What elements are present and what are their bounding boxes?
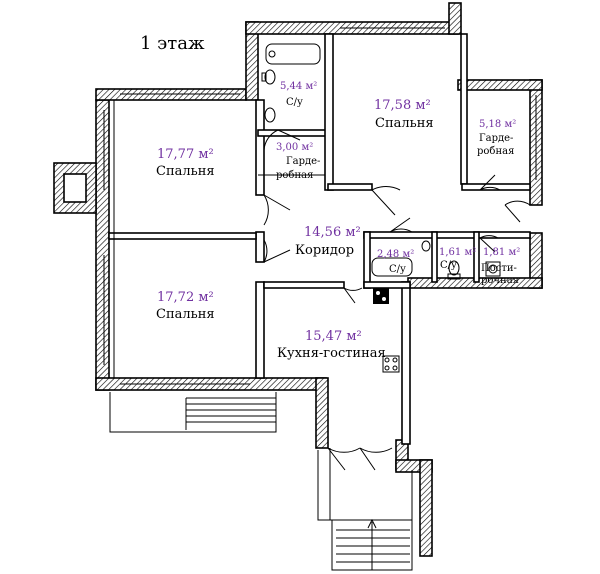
room-area-wardrobe-1: 3,00 м²: [276, 142, 313, 153]
room-area-corridor: 14,56 м²: [304, 225, 361, 240]
room-name-laundry-line1: Пости-: [481, 263, 517, 274]
room-area-bedroom-3: 17,58 м²: [374, 98, 431, 113]
room-name-wardrobe-2-line2: робная: [477, 146, 514, 157]
room-name-kitchen-living: Кухня-гостиная: [277, 346, 386, 361]
room-name-bedroom-2: Спальня: [156, 307, 215, 322]
fixtures: [258, 43, 501, 373]
room-area-laundry: 1,81 м²: [483, 247, 520, 258]
interior-walls: [108, 33, 531, 445]
room-name-wardrobe-1-line1: Гарде-: [286, 156, 320, 167]
terrace: [109, 392, 413, 571]
room-area-wardrobe-2: 5,18 м²: [479, 119, 516, 130]
room-name-bathroom-3: С/у: [440, 260, 457, 271]
room-area-bathroom-1: 5,44 м²: [280, 81, 317, 92]
room-area-bathroom-3: 1,61 м²: [439, 247, 476, 258]
room-name-wardrobe-1-line2: робная: [276, 170, 313, 181]
room-labels: 17,77 м² Спальня 17,72 м² Спальня 17,58 …: [156, 81, 520, 361]
room-area-kitchen-living: 15,47 м²: [305, 329, 362, 344]
windows: [103, 27, 537, 385]
room-name-bedroom-1: Спальня: [156, 164, 215, 179]
floor-title: 1 этаж: [140, 33, 205, 54]
room-name-bathroom-2: С/у: [389, 264, 406, 275]
room-name-corridor: Коридор: [295, 243, 354, 258]
room-name-bathroom-1: С/у: [286, 97, 303, 108]
room-name-wardrobe-2-line1: Гарде-: [479, 133, 513, 144]
room-area-bedroom-2: 17,72 м²: [157, 290, 214, 305]
doors: [263, 129, 531, 471]
room-area-bedroom-1: 17,77 м²: [157, 147, 214, 162]
room-name-bedroom-3: Спальня: [375, 116, 434, 131]
room-area-bathroom-2: 2,48 м²: [377, 249, 414, 260]
room-name-laundry-line2: рочная: [481, 275, 519, 286]
